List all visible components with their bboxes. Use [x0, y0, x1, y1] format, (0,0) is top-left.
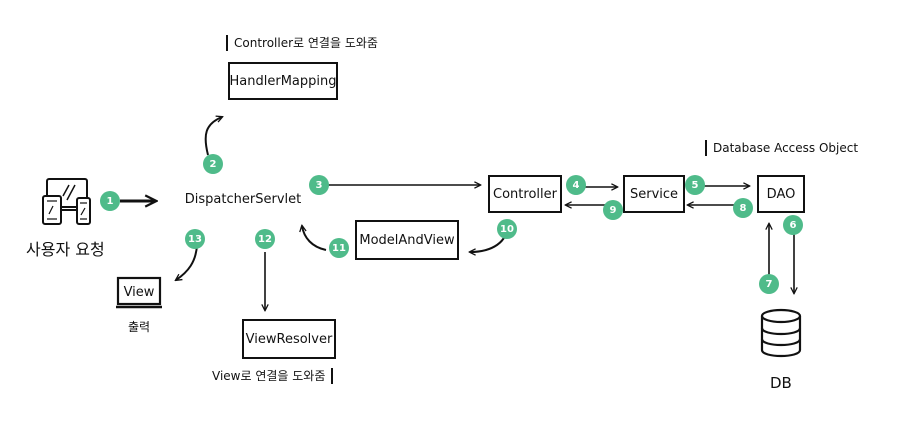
step-badge-1: 1 [100, 191, 120, 211]
step-badge-11: 11 [329, 238, 349, 258]
step-badge-2: 2 [203, 154, 223, 174]
dao-note: Database Access Object [705, 140, 858, 156]
step-badge-4: 4 [566, 175, 586, 195]
dispatcher-servlet-label: DispatcherServlet [184, 191, 302, 207]
arrow-dispatcher-to-view [176, 244, 198, 280]
service-box: Service [623, 175, 685, 213]
controller-box: Controller [488, 175, 562, 213]
step-badge-3: 3 [309, 175, 329, 195]
step-badge-9: 9 [603, 200, 623, 220]
step-badge-5: 5 [685, 175, 705, 195]
step-badge-6: 6 [783, 215, 803, 235]
viewresolver-note: View로 연결을 도와줌 [212, 368, 334, 384]
viewresolver-box: ViewResolver [242, 319, 336, 359]
view-label: View [123, 284, 155, 300]
database-icon [760, 308, 802, 358]
handlermapping-note: Controller로 연결을 도와줌 [226, 35, 378, 51]
arrow-dispatcher-to-handlermapping [204, 117, 222, 156]
arrow-modelandview-to-dispatcher [302, 226, 327, 251]
output-label: 출력 [128, 320, 151, 334]
step-badge-7: 7 [759, 274, 779, 294]
devices-icon [42, 178, 91, 225]
step-badge-12: 12 [255, 229, 275, 249]
db-label: DB [770, 374, 792, 392]
step-badge-10: 10 [497, 219, 517, 239]
dao-box: DAO [757, 175, 805, 213]
handlermapping-box: HandlerMapping [228, 62, 338, 100]
user-request-label: 사용자 요청 [26, 240, 105, 259]
step-badge-8: 8 [733, 198, 753, 218]
step-badge-13: 13 [185, 229, 205, 249]
modelandview-box: ModelAndView [355, 220, 459, 260]
monitor-icon [116, 276, 162, 309]
